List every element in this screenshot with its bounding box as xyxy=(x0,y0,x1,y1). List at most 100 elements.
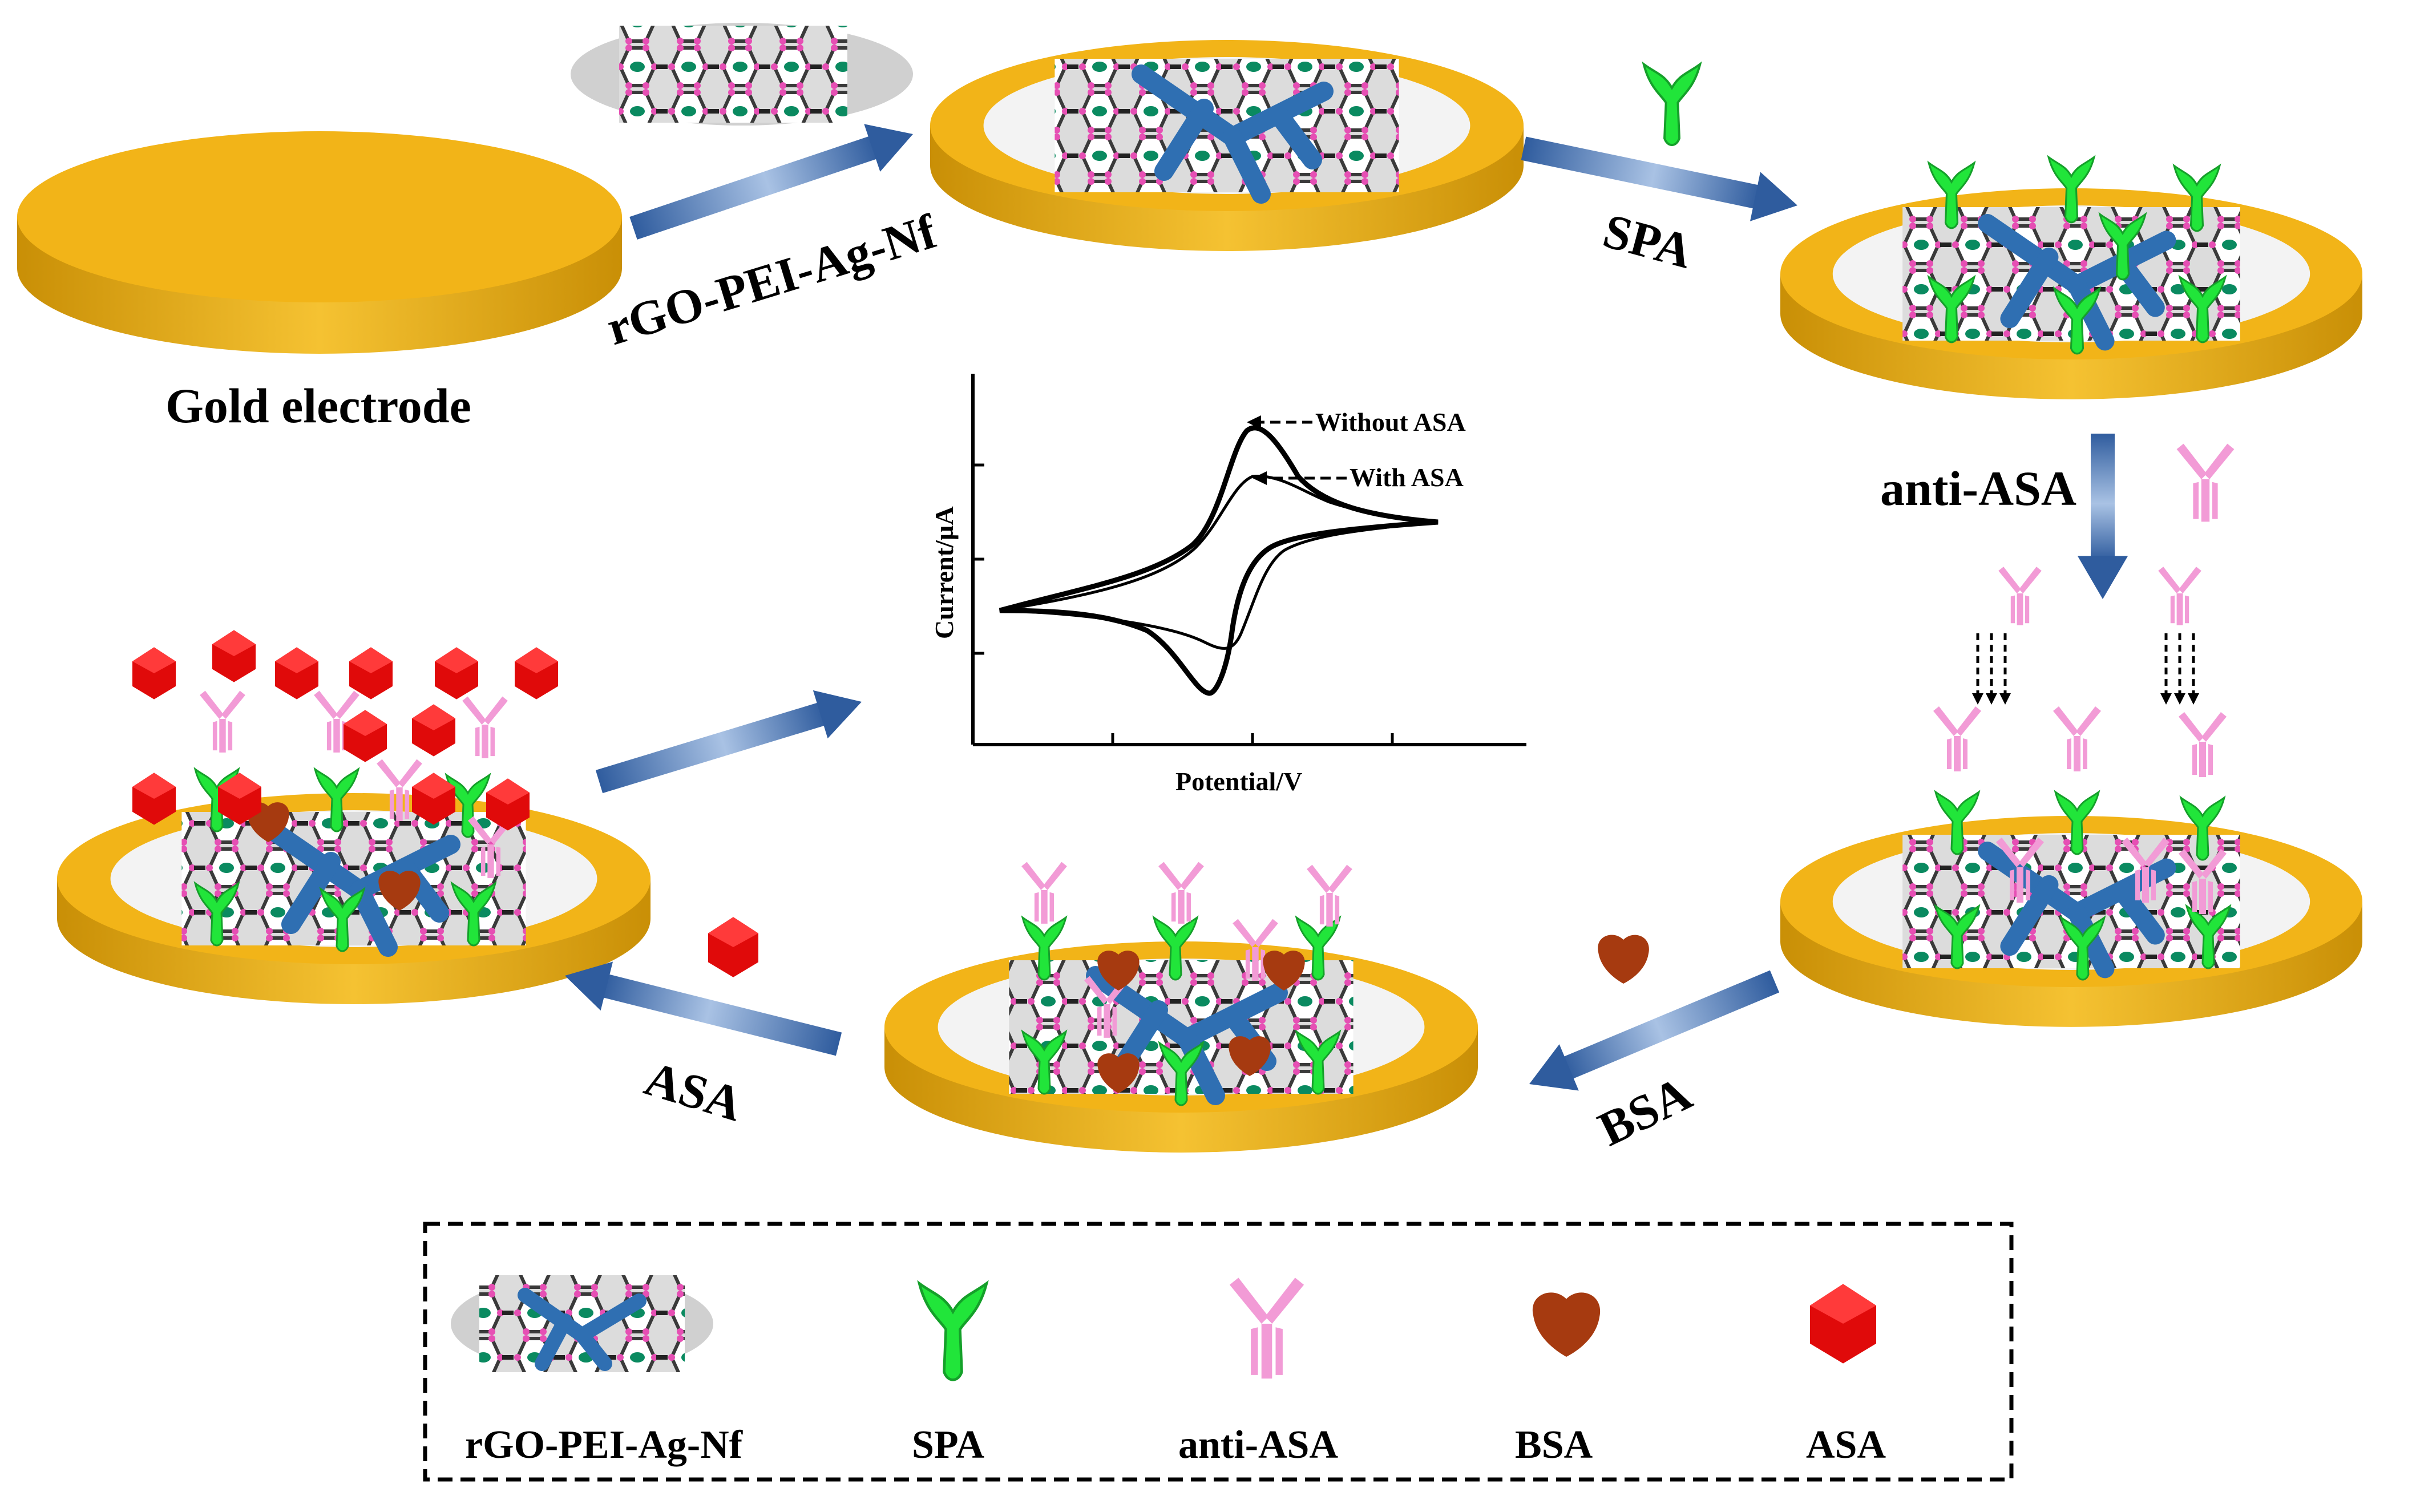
spa-shape xyxy=(1934,904,1981,969)
asa-facet xyxy=(275,647,318,673)
asa-molecule xyxy=(1810,1284,1876,1364)
antibody-arm-left xyxy=(2158,567,2181,593)
antibody-stem-2 xyxy=(475,726,480,757)
antibody-stem-3 xyxy=(2151,870,2156,900)
antibody-stem-2 xyxy=(2135,870,2140,900)
spa-shape xyxy=(1295,915,1342,981)
arrow-step-rgo xyxy=(629,124,913,240)
antibody-stem-3 xyxy=(1049,892,1055,922)
asa-molecule xyxy=(486,778,530,831)
spa-shape xyxy=(2059,915,2106,981)
antibody-stem xyxy=(1326,893,1333,927)
arrow-shaft xyxy=(629,135,881,240)
cv-curve-with-asa xyxy=(999,474,1439,650)
spa-shape xyxy=(1934,790,1981,855)
antibody-stem xyxy=(2017,867,2023,903)
cv-annotation-arrows xyxy=(1253,421,1347,480)
spa-shape xyxy=(2172,163,2221,232)
antibody-stem xyxy=(1104,1004,1110,1038)
arrow-shaft xyxy=(595,701,829,794)
asa-molecule xyxy=(708,917,758,977)
asa-molecule xyxy=(412,773,455,825)
antibody-arm-left xyxy=(2053,706,2078,736)
rgo-sheet xyxy=(619,26,847,123)
antibody-stem-2 xyxy=(1097,1006,1102,1036)
step-spa-label: SPA xyxy=(1598,203,1698,279)
bsa-shape xyxy=(1097,951,1140,991)
spa-protein xyxy=(917,1280,989,1381)
antibody-stem xyxy=(1252,947,1259,981)
anti-asa-antibody xyxy=(377,759,422,821)
legend-pei-branch xyxy=(518,1288,647,1371)
dashed-deposit-arrows xyxy=(1972,633,2011,705)
dashed-head xyxy=(1999,693,2011,705)
dashed-head xyxy=(2188,693,2199,705)
pei-branch xyxy=(2000,247,2059,329)
antibody-arm-right xyxy=(221,690,245,719)
spa-shape xyxy=(445,773,491,838)
spa-protein xyxy=(2178,274,2227,343)
anti-asa-antibody xyxy=(2122,838,2169,903)
bsa-protein xyxy=(378,871,421,911)
spa-shape xyxy=(450,881,497,947)
antibody-stem-2 xyxy=(2192,744,2197,775)
antibody-stem-2 xyxy=(2010,870,2014,900)
arrow-shaft xyxy=(599,973,842,1056)
antibody-arm-left xyxy=(1307,864,1331,893)
antibody-arm-left xyxy=(314,690,338,719)
asa-facet xyxy=(412,704,455,730)
asa-facet xyxy=(486,778,530,804)
spa-protein xyxy=(1934,790,1981,855)
bsa-shape xyxy=(1532,1292,1601,1357)
legend-label-anti-asa: anti-ASA xyxy=(1178,1423,1338,1467)
step-anti-asa-label: anti-ASA xyxy=(1880,461,2076,516)
antibody-stem-2 xyxy=(1171,892,1176,922)
legend-box xyxy=(423,1222,2014,1482)
anti-asa-antibody xyxy=(462,696,508,758)
antibody-stem xyxy=(2074,736,2080,771)
antibody-arm-left xyxy=(377,759,401,787)
asa-facet xyxy=(708,917,758,947)
asa-facet xyxy=(212,630,256,656)
arrow-shaft xyxy=(2091,434,2115,561)
spa-protein xyxy=(1927,160,1976,229)
antibody-arm-right xyxy=(2179,567,2201,593)
antibody-stem-3 xyxy=(228,721,233,751)
antibody-stem-2 xyxy=(1319,895,1324,925)
antibody-arm-left xyxy=(1158,862,1182,890)
antibody-arm-right xyxy=(2204,443,2235,479)
cv-y-label: Current/µA xyxy=(930,506,959,639)
legend-pei-branches xyxy=(518,1288,647,1371)
electrode-top xyxy=(17,131,622,302)
spa-shape xyxy=(2047,155,2096,224)
spa-protein xyxy=(450,881,497,947)
legend-icons xyxy=(451,1275,1876,1381)
spa-shape xyxy=(2185,904,2232,969)
antibody-stem-3 xyxy=(1335,895,1340,925)
antibody-stem-3 xyxy=(496,846,501,876)
bsa-shape xyxy=(1263,951,1305,991)
spa-protein xyxy=(445,773,491,838)
antibody-stem-3 xyxy=(2208,744,2213,775)
asa-facet xyxy=(435,647,478,673)
antibody-arm-left xyxy=(462,696,486,725)
cv-arrowhead-1 xyxy=(1247,415,1261,429)
antibody-stem-3 xyxy=(2025,595,2030,624)
spa-shape xyxy=(313,767,360,832)
antibody-arm-left xyxy=(2179,849,2204,879)
asa-molecule xyxy=(132,647,176,700)
cv-label-with-asa: With ASA xyxy=(1350,463,1464,492)
arrow-step-asa xyxy=(564,961,842,1056)
spa-protein xyxy=(1927,274,1976,343)
antibody-stem xyxy=(396,787,403,821)
pei-branch xyxy=(350,880,398,957)
spa-shape xyxy=(1927,160,1976,229)
antibody-stem xyxy=(2201,479,2210,522)
antibody-stem xyxy=(1178,890,1185,924)
antibody-arm-left xyxy=(1084,976,1108,1004)
bsa-protein xyxy=(1229,1036,1271,1076)
arrow-head xyxy=(564,961,613,1011)
antibody-stem-3 xyxy=(2026,870,2030,900)
asa-facet xyxy=(412,773,455,799)
